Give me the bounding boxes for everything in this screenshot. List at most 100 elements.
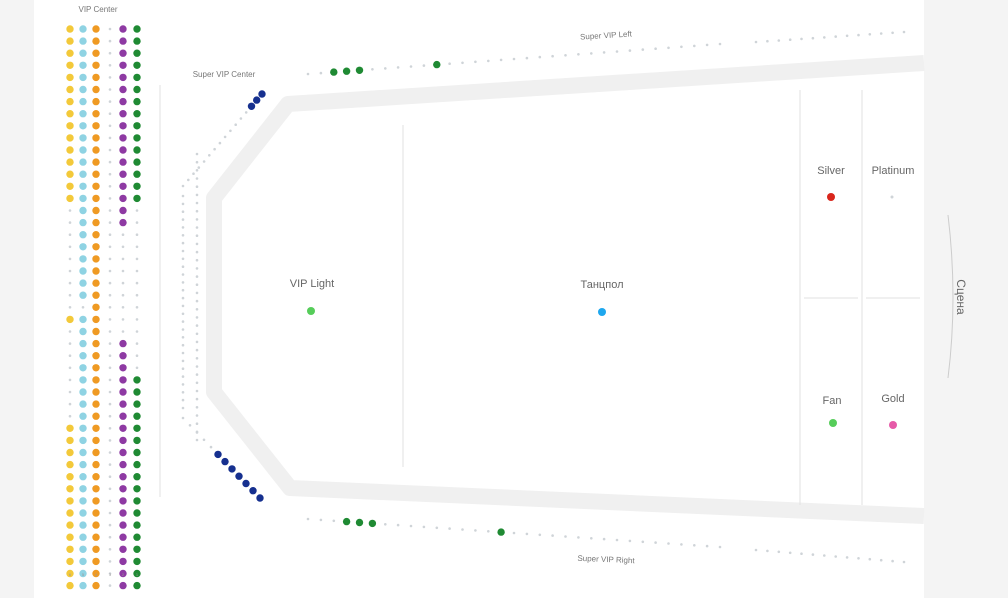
seat-unavailable[interactable] (409, 65, 413, 68)
seat-unavailable[interactable] (195, 348, 199, 352)
seat-available[interactable] (92, 533, 100, 541)
seat-unavailable[interactable] (602, 51, 606, 54)
seat-unavailable[interactable] (135, 318, 139, 321)
seat-unavailable[interactable] (108, 245, 112, 249)
seat-unavailable[interactable] (135, 269, 139, 273)
seat-available[interactable] (342, 67, 351, 75)
seat-unavailable[interactable] (879, 558, 883, 562)
seat-unavailable[interactable] (108, 511, 112, 515)
seat-unavailable[interactable] (135, 245, 139, 249)
seat-unavailable[interactable] (788, 551, 792, 555)
seat-available[interactable] (92, 352, 100, 360)
seat-available[interactable] (247, 102, 256, 111)
seat-available[interactable] (92, 49, 100, 57)
seat-unavailable[interactable] (108, 51, 112, 55)
seat-available[interactable] (79, 279, 87, 287)
seat-unavailable[interactable] (121, 245, 125, 249)
seat-available[interactable] (92, 194, 100, 203)
seat-unavailable[interactable] (108, 378, 112, 382)
seat-available[interactable] (92, 557, 100, 566)
seat-unavailable[interactable] (234, 123, 237, 126)
seat-unavailable[interactable] (718, 545, 722, 549)
seat-unavailable[interactable] (108, 548, 112, 551)
seat-unavailable[interactable] (181, 194, 185, 198)
seat-available[interactable] (92, 509, 100, 517)
seat-unavailable[interactable] (108, 257, 112, 261)
seat-unavailable[interactable] (615, 50, 619, 53)
seat-unavailable[interactable] (188, 424, 192, 427)
seat-available[interactable] (92, 339, 100, 348)
seat-unavailable[interactable] (187, 178, 190, 182)
seat-unavailable[interactable] (195, 226, 199, 229)
seat-available[interactable] (92, 291, 100, 299)
seat-available[interactable] (258, 90, 266, 98)
seat-available[interactable] (66, 497, 74, 505)
seat-available[interactable] (79, 49, 87, 57)
seat-unavailable[interactable] (108, 451, 112, 454)
seat-unavailable[interactable] (68, 402, 72, 406)
seat-unavailable[interactable] (891, 31, 894, 35)
seat-available[interactable] (66, 194, 74, 203)
seat-unavailable[interactable] (195, 406, 199, 409)
seat-unavailable[interactable] (108, 100, 112, 103)
seat-unavailable[interactable] (525, 56, 529, 60)
seat-unavailable[interactable] (68, 354, 72, 358)
seat-unavailable[interactable] (135, 221, 139, 224)
seat-unavailable[interactable] (108, 402, 112, 406)
seat-unavailable[interactable] (135, 281, 139, 285)
seat-available[interactable] (92, 267, 100, 275)
seat-unavailable[interactable] (121, 257, 125, 261)
seat-available[interactable] (133, 448, 141, 457)
seat-unavailable[interactable] (590, 52, 593, 55)
seat-available[interactable] (119, 122, 127, 130)
seat-available[interactable] (214, 450, 222, 459)
seat-unavailable[interactable] (551, 534, 554, 537)
seat-available[interactable] (66, 61, 74, 69)
seat-unavailable[interactable] (108, 584, 112, 587)
seat-unavailable[interactable] (68, 306, 72, 309)
seat-available[interactable] (79, 218, 87, 227)
seat-available[interactable] (133, 436, 141, 445)
seat-available[interactable] (92, 581, 100, 590)
gold-marker[interactable] (889, 421, 897, 429)
seat-unavailable[interactable] (68, 245, 72, 249)
seat-unavailable[interactable] (667, 46, 670, 50)
seat-unavailable[interactable] (705, 43, 709, 47)
seat-unavailable[interactable] (181, 210, 185, 213)
seat-unavailable[interactable] (195, 267, 199, 270)
seat-unavailable[interactable] (902, 560, 906, 564)
seat-unavailable[interactable] (777, 39, 781, 42)
seat-unavailable[interactable] (195, 373, 199, 376)
seat-unavailable[interactable] (209, 445, 213, 449)
seat-available[interactable] (119, 364, 127, 372)
seat-available[interactable] (66, 424, 74, 432)
seat-unavailable[interactable] (195, 169, 199, 172)
seat-available[interactable] (119, 73, 127, 82)
seat-unavailable[interactable] (108, 172, 112, 176)
seat-available[interactable] (92, 97, 100, 106)
seat-available[interactable] (119, 376, 127, 384)
seat-unavailable[interactable] (891, 559, 894, 563)
seat-available[interactable] (133, 473, 141, 481)
seat-available[interactable] (133, 497, 141, 505)
seat-unavailable[interactable] (68, 293, 72, 297)
seat-available[interactable] (497, 528, 505, 536)
seat-unavailable[interactable] (108, 221, 112, 224)
seat-unavailable[interactable] (181, 359, 185, 363)
seat-unavailable[interactable] (108, 27, 112, 31)
seat-available[interactable] (133, 376, 141, 384)
seat-unavailable[interactable] (195, 283, 199, 287)
seat-available[interactable] (79, 352, 87, 360)
seat-available[interactable] (66, 146, 74, 154)
seat-unavailable[interactable] (845, 556, 849, 559)
seat-available[interactable] (119, 473, 127, 481)
seat-available[interactable] (133, 170, 141, 178)
seat-available[interactable] (79, 146, 87, 154)
seat-available[interactable] (92, 73, 100, 82)
seat-available[interactable] (66, 448, 74, 457)
seat-unavailable[interactable] (108, 185, 112, 188)
seat-unavailable[interactable] (195, 324, 199, 327)
silver-marker[interactable] (827, 193, 835, 201)
seat-available[interactable] (66, 85, 74, 94)
seat-available[interactable] (92, 436, 100, 445)
